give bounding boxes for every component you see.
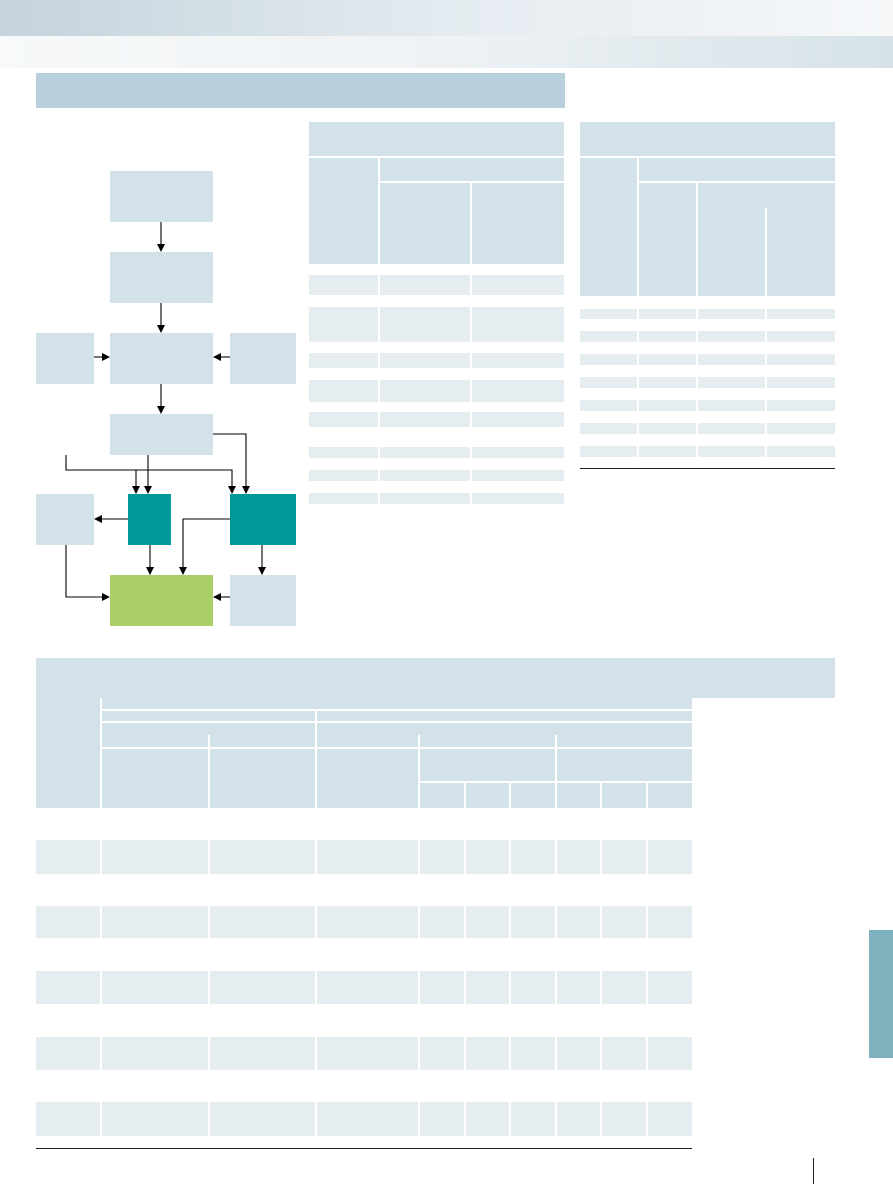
table-row [580, 400, 835, 411]
table-row [36, 906, 692, 938]
col-divider [646, 783, 648, 808]
side-chapter-tab[interactable] [869, 930, 893, 1058]
flow-box-left-input [36, 333, 94, 384]
arrow-left-output-result [65, 545, 110, 601]
flow-box-left-output [36, 494, 94, 545]
col-divider [378, 158, 380, 264]
row-divider [380, 181, 564, 183]
table-row [580, 446, 835, 457]
col-divider [509, 810, 511, 1140]
table-row [36, 1037, 692, 1070]
col-divider [696, 300, 698, 460]
table-bottom-header [36, 698, 692, 808]
col-divider [464, 810, 466, 1140]
col-divider [600, 783, 602, 808]
table-row [580, 423, 835, 434]
col-divider [100, 810, 102, 1140]
table-row [309, 412, 564, 427]
page-number-separator [813, 1158, 814, 1184]
col-divider [208, 735, 210, 808]
col-divider [315, 711, 317, 808]
table-right-header [580, 158, 835, 296]
table-bottom-rule [580, 468, 835, 469]
flow-box-4 [110, 414, 213, 455]
flow-box-teal-large [230, 494, 296, 545]
col-divider [646, 810, 648, 1140]
col-divider [470, 270, 472, 510]
col-divider [208, 810, 210, 1140]
table-row [36, 1102, 692, 1136]
table-row [36, 971, 692, 1004]
flow-box-teal-small [128, 494, 171, 545]
page-number [820, 1160, 870, 1180]
col-divider [637, 158, 639, 296]
table-row [309, 493, 564, 504]
table-row [36, 840, 692, 874]
table-row [580, 331, 835, 342]
table-row [309, 353, 564, 368]
col-divider [765, 300, 767, 460]
col-divider [464, 783, 466, 808]
col-divider [100, 698, 102, 808]
flow-box-3 [110, 333, 213, 384]
row-divider [102, 709, 692, 711]
table-row [309, 275, 564, 295]
col-divider [315, 810, 317, 1140]
col-divider [765, 208, 767, 296]
table-middle-header [309, 158, 564, 264]
flow-box-right-input [230, 333, 296, 384]
row-divider [102, 747, 692, 749]
flow-box-2 [110, 252, 213, 303]
flow-box-right-output [230, 575, 296, 626]
table-row [309, 307, 564, 342]
arrow-teal-large-result [179, 518, 230, 575]
col-divider [418, 735, 420, 808]
col-divider [637, 300, 639, 460]
col-divider [378, 270, 380, 510]
table-bottom-rule [36, 1148, 692, 1149]
flow-box-1 [110, 171, 213, 222]
table-row [309, 447, 564, 458]
col-divider [555, 810, 557, 1140]
table-row [309, 380, 564, 402]
page-subheader-band [0, 36, 893, 68]
table-right-title [580, 122, 835, 156]
col-divider [555, 735, 557, 808]
table-bottom-title [36, 658, 835, 698]
col-divider [470, 183, 472, 264]
col-divider [600, 810, 602, 1140]
col-divider [696, 183, 698, 296]
col-divider [509, 783, 511, 808]
page-header-band [0, 0, 893, 36]
arrow-bypass-teal-large [136, 469, 236, 494]
table-row [580, 377, 835, 388]
row-divider [102, 721, 692, 723]
section-title-bar [36, 73, 565, 108]
arrow-bypass-teal-small [65, 455, 140, 494]
table-middle-title [309, 122, 564, 156]
table-row [580, 309, 835, 319]
col-divider [418, 810, 420, 1140]
row-divider [420, 781, 692, 783]
flow-box-result [110, 575, 213, 626]
table-row [580, 354, 835, 365]
row-divider [639, 181, 835, 183]
table-row [309, 470, 564, 481]
arrow-box4-teal-large [213, 433, 250, 494]
